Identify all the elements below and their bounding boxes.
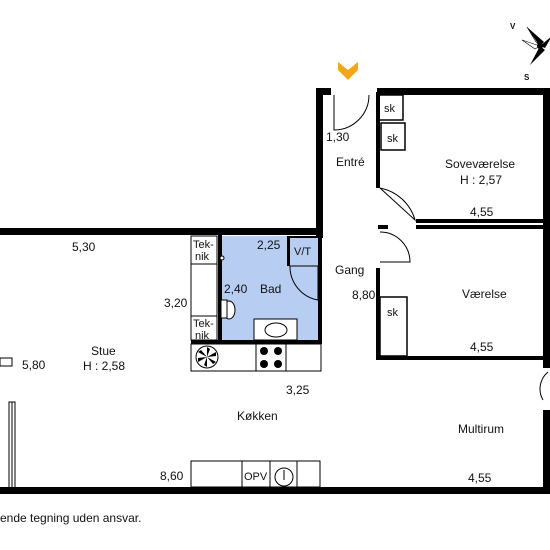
sink-icon (274, 467, 294, 487)
interior-walls (191, 92, 546, 360)
technical-cabinets (190, 235, 218, 341)
multirum-label: Multirum (458, 422, 504, 436)
stue-top-dimension: 5,30 (72, 240, 96, 254)
compass-icon: V S (510, 22, 550, 82)
bath-top-dimension: 2,25 (257, 238, 281, 252)
kitchen-dimension: 3,25 (286, 383, 310, 397)
compass-s-label: S (524, 73, 530, 82)
hall-label: Entré (336, 155, 365, 169)
bottom-left-dimension: 8,60 (160, 469, 184, 483)
bottom-right-dimension: 4,55 (468, 471, 492, 485)
closet-label: sk (387, 307, 399, 319)
room2-dimension: 4,55 (470, 340, 494, 354)
bath-label: Bad (260, 282, 281, 296)
entrance-arrow-icon (338, 62, 358, 80)
bedroom-label: Soveværelse (445, 157, 515, 171)
fan-icon (195, 345, 219, 369)
bedroom-dimension: 4,55 (470, 205, 494, 219)
vt-label: V/T (294, 246, 311, 258)
disclaimer-text: ende tegning uden ansvar. (0, 511, 141, 525)
bottom-counter (190, 460, 321, 488)
gang-dimension: 8,80 (352, 288, 376, 302)
left-window (0, 357, 16, 491)
floor-plan: V S 1,30 Entré sk sk sk Soveværelse H : … (0, 22, 550, 525)
teknik-label: nik (195, 330, 210, 342)
gang-label: Gang (335, 263, 364, 277)
stove-icon (260, 347, 282, 368)
closet-label: sk (387, 133, 399, 145)
compass-v-label: V (510, 22, 516, 31)
teknik-label: Tek- (193, 239, 214, 251)
teknik-label: Tek- (193, 318, 214, 330)
hall-dimension: 1,30 (326, 130, 350, 144)
bathroom-fixtures (219, 255, 298, 341)
kitchen-label: Køkken (237, 409, 278, 423)
stue-side-dimension: 3,20 (164, 296, 188, 310)
doors (289, 94, 549, 401)
kitchen-counter (190, 343, 322, 372)
room2-label: Værelse (462, 287, 507, 301)
labels: 1,30 Entré sk sk sk Soveværelse H : 2,57… (0, 103, 515, 525)
left-dimension: 5,80 (22, 358, 46, 372)
closets (378, 94, 408, 357)
opv-label: OPV (244, 471, 268, 483)
bedroom-height: H : 2,57 (460, 173, 502, 187)
teknik-label: nik (195, 251, 210, 263)
bath-dimension: 2,40 (224, 282, 248, 296)
stue-height: H : 2,58 (83, 359, 125, 373)
closet-label: sk (384, 103, 396, 115)
stue-label: Stue (91, 344, 116, 358)
exterior-walls (0, 88, 550, 494)
